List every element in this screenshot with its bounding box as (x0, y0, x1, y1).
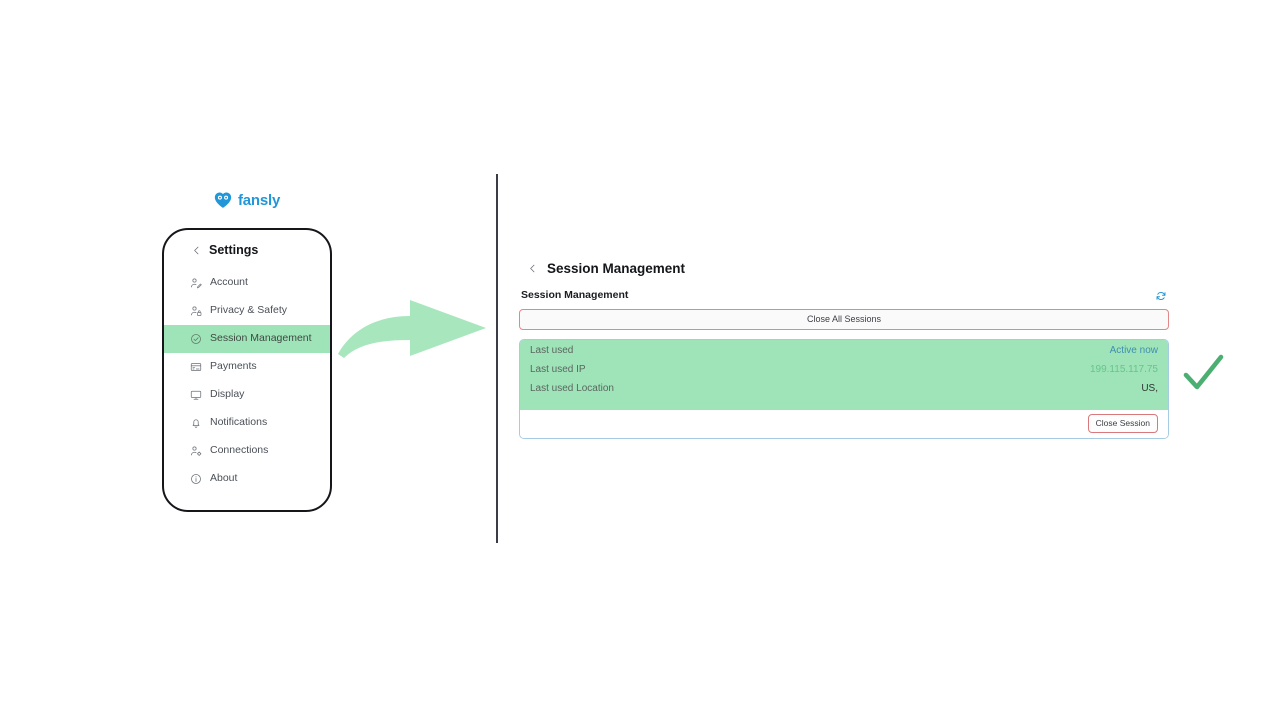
sidebar-item-label: Session Management (210, 332, 312, 345)
brand-logo: fansly (213, 190, 280, 210)
session-card-footer: Close Session (520, 409, 1168, 438)
section-label: Session Management (521, 289, 629, 302)
bell-icon (192, 418, 200, 428)
section-header: Session Management (519, 290, 1169, 302)
sidebar-item-account[interactable]: Account (164, 269, 330, 297)
fansly-heart-logo-icon (214, 192, 232, 208)
row-value: US, (1141, 382, 1158, 394)
curved-right-arrow-icon (338, 300, 486, 358)
person-lock-icon (191, 305, 202, 316)
sidebar-item-label: About (210, 472, 238, 485)
session-management-panel: Session Management Session Management Cl… (519, 262, 1169, 439)
vertical-divider (496, 174, 498, 543)
monitor-icon (190, 390, 202, 400)
sidebar-item-about[interactable]: About (164, 465, 330, 493)
close-all-sessions-button[interactable]: Close All Sessions (519, 308, 1169, 330)
sidebar-item-label: Display (210, 388, 245, 401)
panel-header: Session Management (519, 262, 1169, 276)
row-label: Last used (530, 344, 574, 356)
settings-panel: Settings Account Privacy & Safety (162, 228, 332, 512)
credit-card-icon (190, 362, 202, 371)
session-row-last-used-location: Last used Location US, (530, 382, 1158, 403)
session-row-last-used: Last used Active now (530, 344, 1158, 365)
refresh-icon[interactable] (1155, 290, 1167, 302)
sidebar-item-display[interactable]: Display (164, 381, 330, 409)
row-value: Active now (1109, 344, 1158, 356)
sidebar-item-label: Privacy & Safety (210, 304, 288, 317)
sidebar-item-notifications[interactable]: Notifications (164, 409, 330, 437)
row-label: Last used Location (530, 382, 614, 394)
close-session-button[interactable]: Close Session (1087, 414, 1158, 433)
person-gear-icon (191, 445, 202, 456)
sidebar-item-privacy-safety[interactable]: Privacy & Safety (164, 297, 330, 325)
row-label: Last used IP (530, 363, 586, 375)
sidebar-item-label: Connections (210, 444, 269, 457)
chevron-left-icon[interactable] (528, 264, 537, 273)
settings-title: Settings (209, 243, 259, 257)
session-card: Last used Active now Last used IP 199.11… (519, 338, 1169, 439)
sidebar-item-session-management[interactable]: Session Management (164, 324, 330, 353)
session-row-last-used-ip: Last used IP 199.115.117.75 (530, 363, 1158, 384)
session-details: Last used Active now Last used IP 199.11… (520, 339, 1168, 410)
person-edit-icon (191, 277, 202, 288)
check-circle-icon (191, 333, 201, 344)
settings-header: Settings (164, 230, 330, 269)
brand-name: fansly (238, 191, 281, 209)
sidebar-item-payments[interactable]: Payments (164, 353, 330, 381)
page-title: Session Management (547, 261, 686, 276)
info-circle-icon (191, 473, 201, 484)
green-checkmark-icon (1183, 354, 1224, 390)
chevron-left-icon[interactable] (192, 246, 201, 255)
settings-nav-list: Account Privacy & Safety Session Managem… (164, 269, 330, 493)
sidebar-item-label: Notifications (210, 416, 268, 429)
sidebar-item-label: Payments (210, 360, 257, 373)
sidebar-item-connections[interactable]: Connections (164, 437, 330, 465)
row-value: 199.115.117.75 (1089, 363, 1158, 375)
sidebar-item-label: Account (210, 276, 248, 289)
